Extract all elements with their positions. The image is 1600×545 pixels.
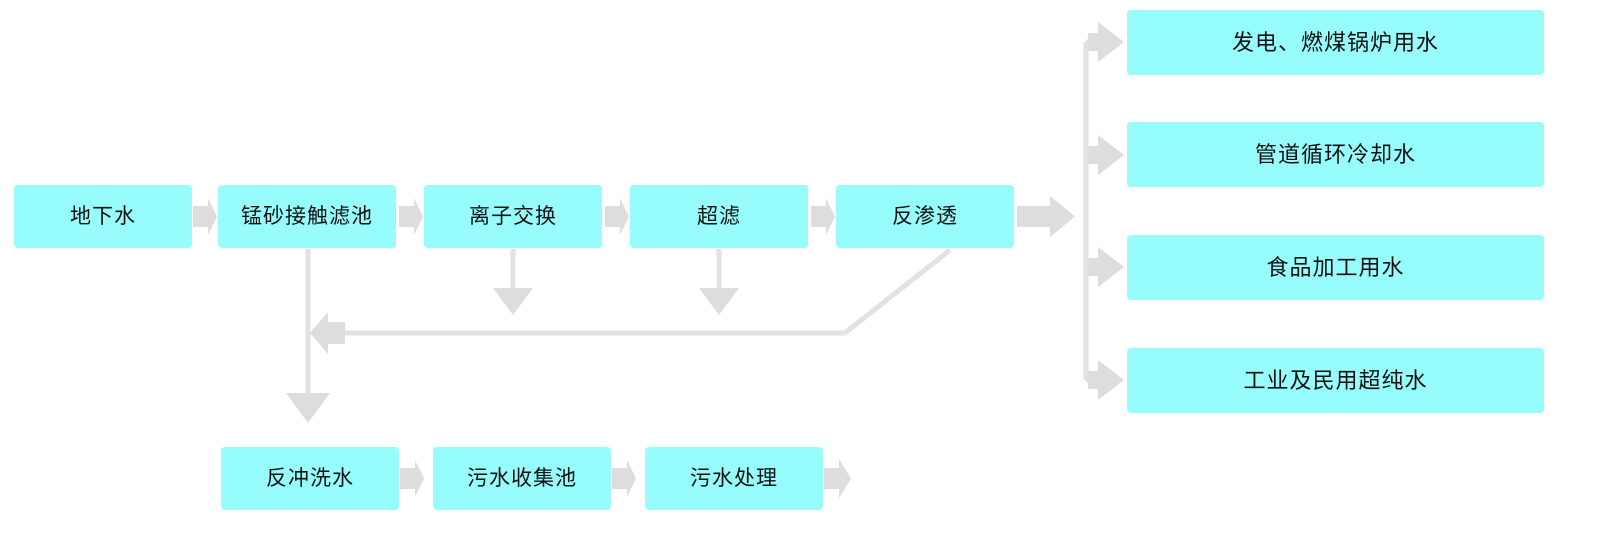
node-label: 污水收集池 <box>467 467 577 490</box>
node-label: 反冲洗水 <box>266 467 354 490</box>
arrowhead-collector-merge <box>310 312 345 354</box>
node-label: 发电、燃煤锅炉用水 <box>1231 29 1439 55</box>
node-ultrapure-water[interactable]: 工业及民用超纯水 <box>1127 348 1544 413</box>
node-label: 地下水 <box>70 205 136 228</box>
node-label: 反渗透 <box>892 205 958 228</box>
node-ion-exchange[interactable]: 离子交换 <box>424 185 602 248</box>
arrowhead-to-backwash <box>286 393 330 423</box>
node-backwash-water[interactable]: 反冲洗水 <box>221 447 399 510</box>
arrow-treatment-outflow <box>824 459 851 498</box>
node-label: 锰砂接触滤池 <box>241 205 373 228</box>
node-cooling-water[interactable]: 管道循环冷却水 <box>1127 122 1544 187</box>
arrow-trunk-to-cooling <box>1088 135 1124 175</box>
arrow-ro-to-trunk <box>1017 196 1075 237</box>
node-groundwater[interactable]: 地下水 <box>14 185 192 248</box>
waste-diagonal-from-ro <box>843 248 952 335</box>
node-label: 食品加工用水 <box>1266 254 1405 280</box>
node-sewage-treatment[interactable]: 污水处理 <box>645 447 823 510</box>
node-label: 超滤 <box>697 205 741 228</box>
arrow-manganese-to-ion <box>399 198 423 235</box>
node-label: 工业及民用超纯水 <box>1243 367 1428 393</box>
arrow-trunk-to-ultrapure <box>1088 360 1124 400</box>
node-sewage-collection[interactable]: 污水收集池 <box>433 447 611 510</box>
arrow-uf-to-ro <box>811 198 835 235</box>
arrow-trunk-to-food <box>1088 247 1124 287</box>
arrow-groundwater-to-manganese <box>193 198 217 235</box>
node-label: 污水处理 <box>690 467 778 490</box>
arrow-trunk-to-power-boiler <box>1088 22 1124 62</box>
node-label: 离子交换 <box>469 205 557 228</box>
arrow-backwash-to-collection <box>400 460 424 497</box>
node-food-process-water[interactable]: 食品加工用水 <box>1127 235 1544 300</box>
arrowhead-uf-drop <box>699 288 739 315</box>
node-label: 管道循环冷却水 <box>1254 141 1416 167</box>
node-manganese-filter[interactable]: 锰砂接触滤池 <box>218 185 396 248</box>
node-reverse-osmosis[interactable]: 反渗透 <box>836 185 1014 248</box>
node-power-boiler-water[interactable]: 发电、燃煤锅炉用水 <box>1127 10 1544 75</box>
node-ultrafiltration[interactable]: 超滤 <box>630 185 808 248</box>
arrow-ion-to-uf <box>605 198 629 235</box>
arrowhead-ion-drop <box>493 288 533 315</box>
arrow-collection-to-treatment <box>612 460 636 497</box>
